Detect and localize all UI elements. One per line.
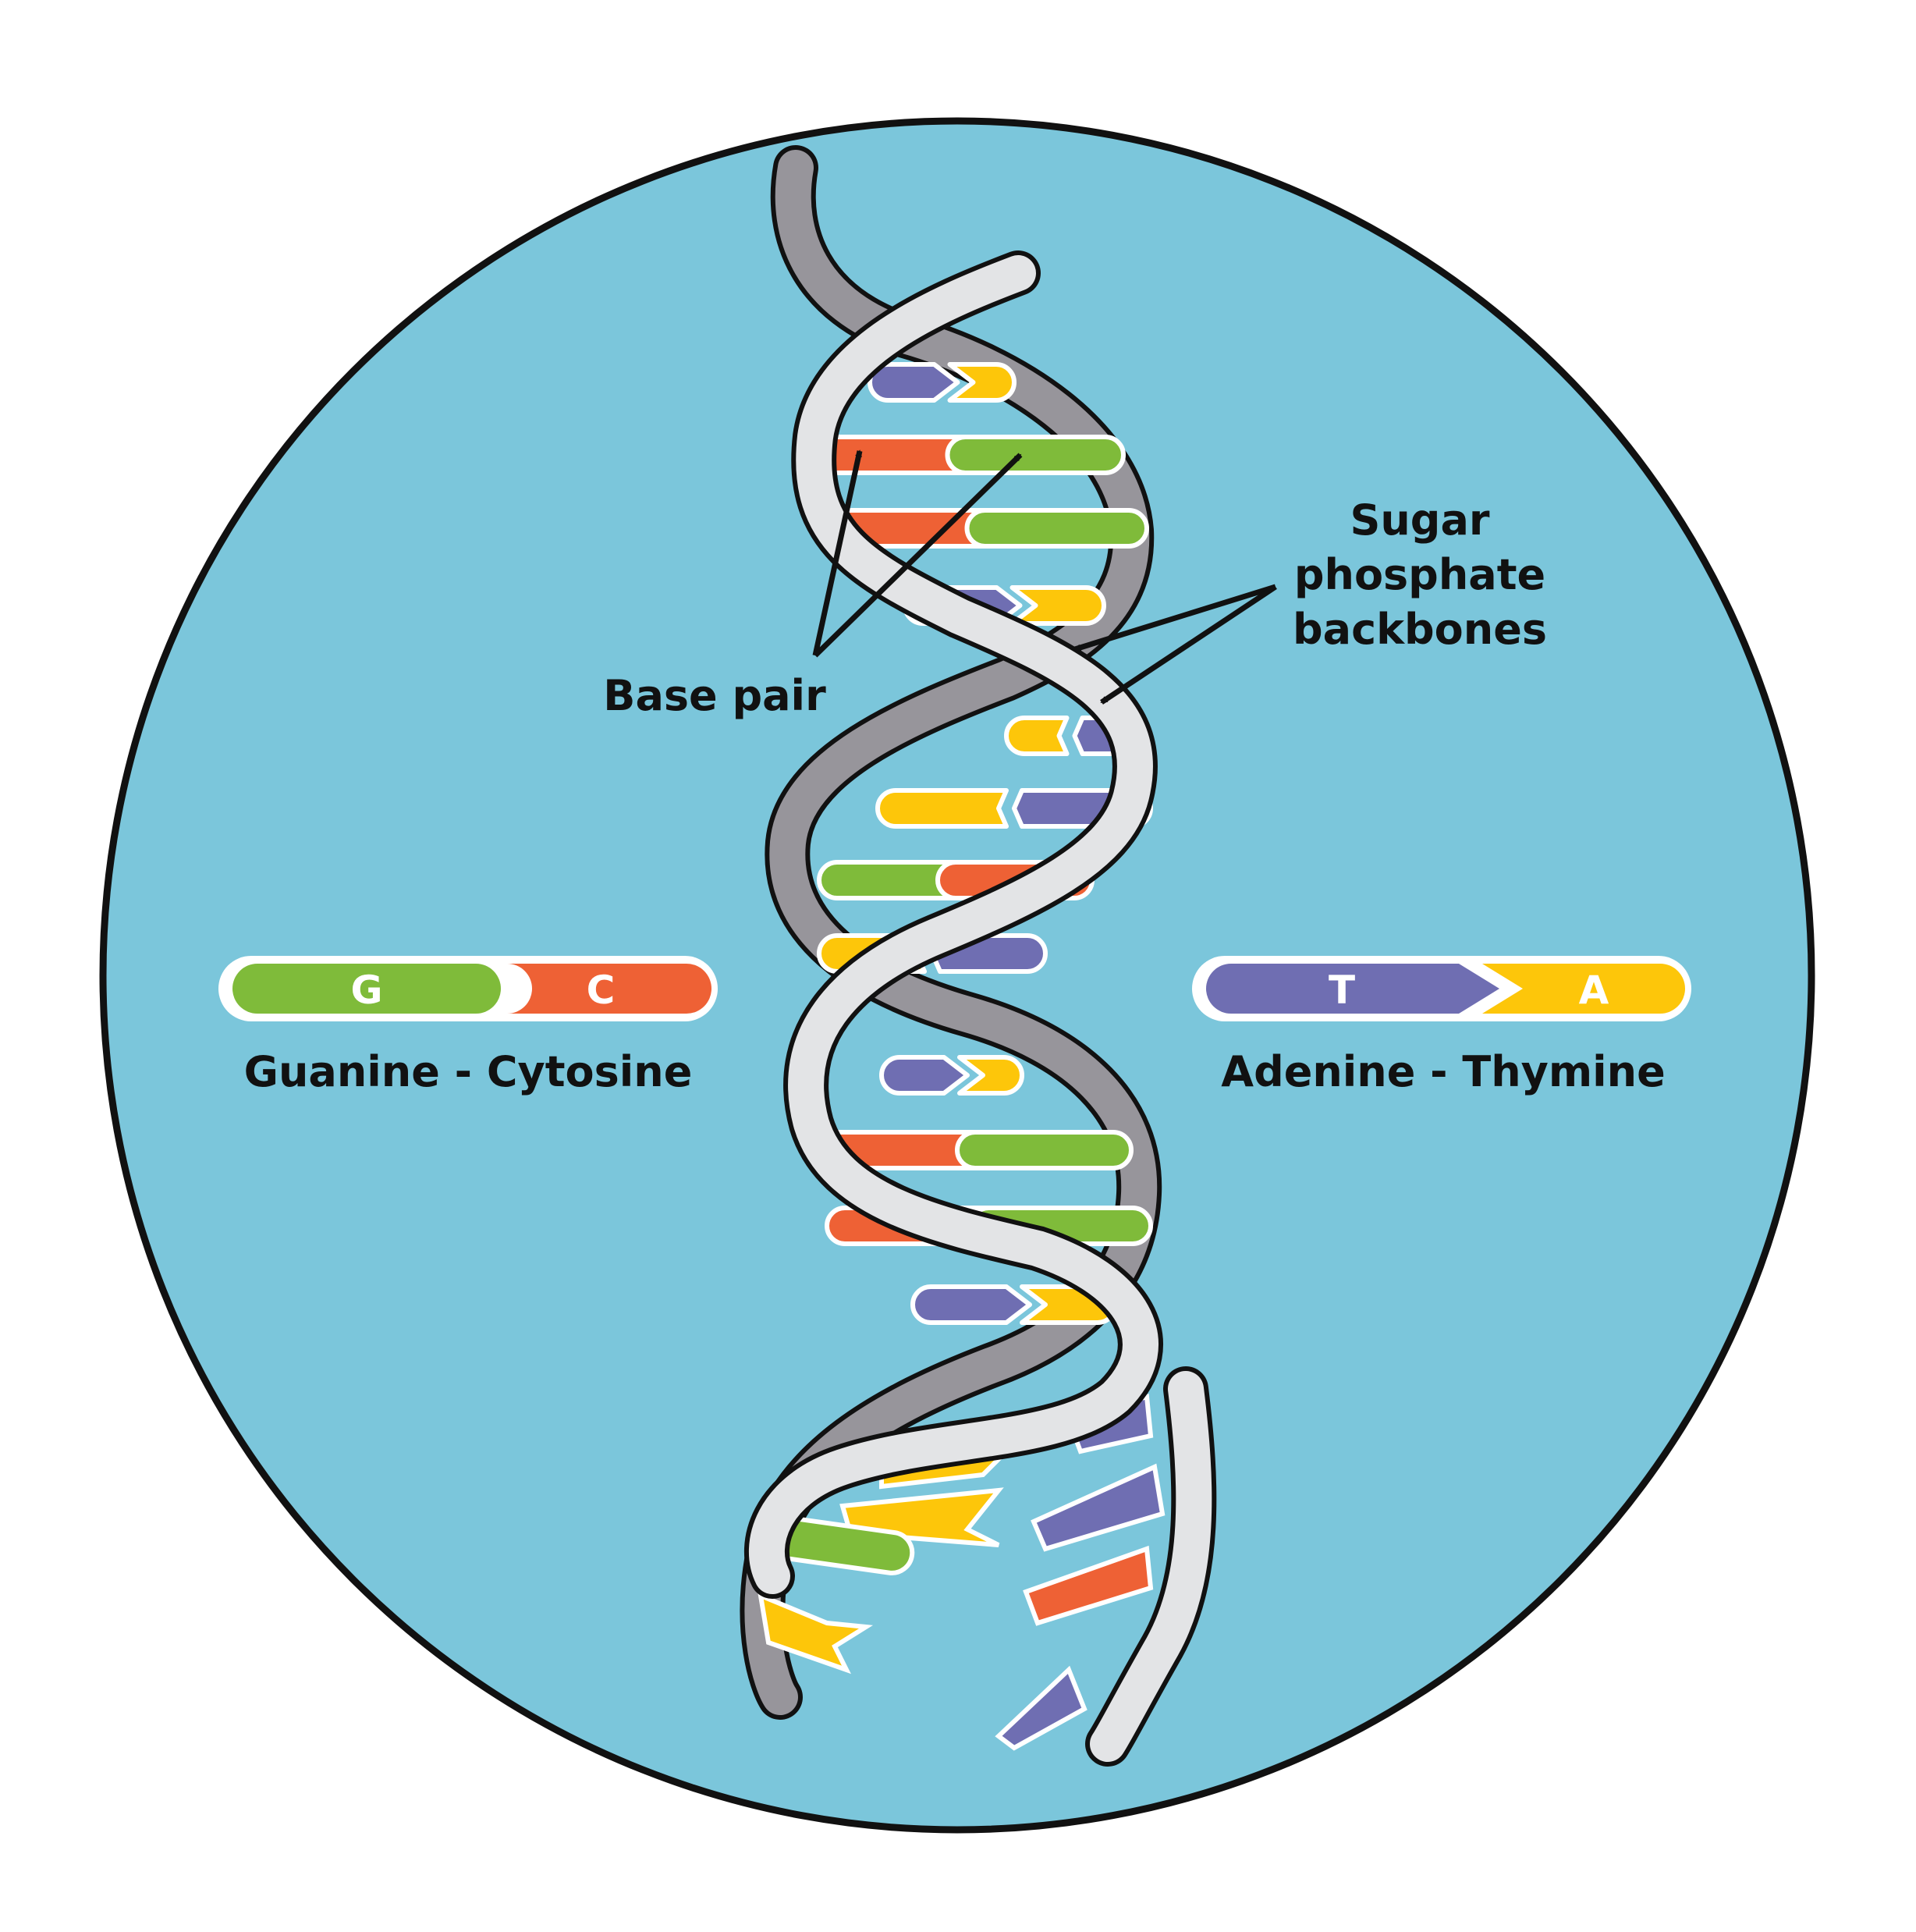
legend-a-letter: A xyxy=(1579,968,1609,1013)
loose-base-adenine xyxy=(758,1592,874,1675)
legend-c-letter: C xyxy=(587,968,616,1013)
legend-t-letter: T xyxy=(1329,968,1355,1013)
background-circle xyxy=(99,117,1815,1834)
arrow-backbone-front xyxy=(1073,584,1277,652)
backbones-label-line1: Sugar xyxy=(1350,495,1489,545)
annotation-arrows xyxy=(812,449,1277,705)
base-thymine xyxy=(868,362,960,403)
arrow-backbone-back xyxy=(1100,584,1277,705)
loose-base-cytosine xyxy=(1023,1545,1154,1626)
base-guanine xyxy=(964,508,1149,549)
base-adenine xyxy=(1009,585,1106,626)
arrow-base-pair-right xyxy=(813,453,1023,658)
base-thymine xyxy=(910,1284,1032,1325)
base-guanine xyxy=(945,435,1126,475)
base-adenine xyxy=(875,788,1009,829)
backbones-label-line2: phosphate xyxy=(1294,550,1545,599)
legend-at: T A Adenine - Thymine xyxy=(1192,956,1691,1096)
base-adenine xyxy=(957,1055,1024,1096)
base-adenine xyxy=(1004,716,1070,756)
base-pair-label: Base pair xyxy=(603,671,826,720)
legend-adenine-segment xyxy=(1482,964,1685,1014)
arrow-base-pair-left xyxy=(812,449,863,656)
legend-guanine-segment xyxy=(232,964,501,1014)
legend-g-letter: G xyxy=(350,968,382,1013)
base-guanine xyxy=(817,860,958,900)
loose-base-thymine xyxy=(995,1665,1088,1751)
gc-caption: Guanine - Cytosine xyxy=(244,1047,693,1096)
base-adenine xyxy=(947,362,1017,403)
backbones-label-line3: backbones xyxy=(1293,605,1547,654)
base-guanine xyxy=(955,1130,1134,1170)
legend-thymine-segment xyxy=(1206,964,1499,1014)
at-caption: Adenine - Thymine xyxy=(1221,1047,1665,1096)
loose-base-thymine xyxy=(1031,1463,1166,1552)
legend-gc: G C Guanine - Cytosine xyxy=(218,956,718,1096)
legend-cytosine-segment xyxy=(507,964,711,1014)
base-thymine xyxy=(879,1055,970,1096)
front-strand-tail-fill xyxy=(1090,1371,1212,1762)
